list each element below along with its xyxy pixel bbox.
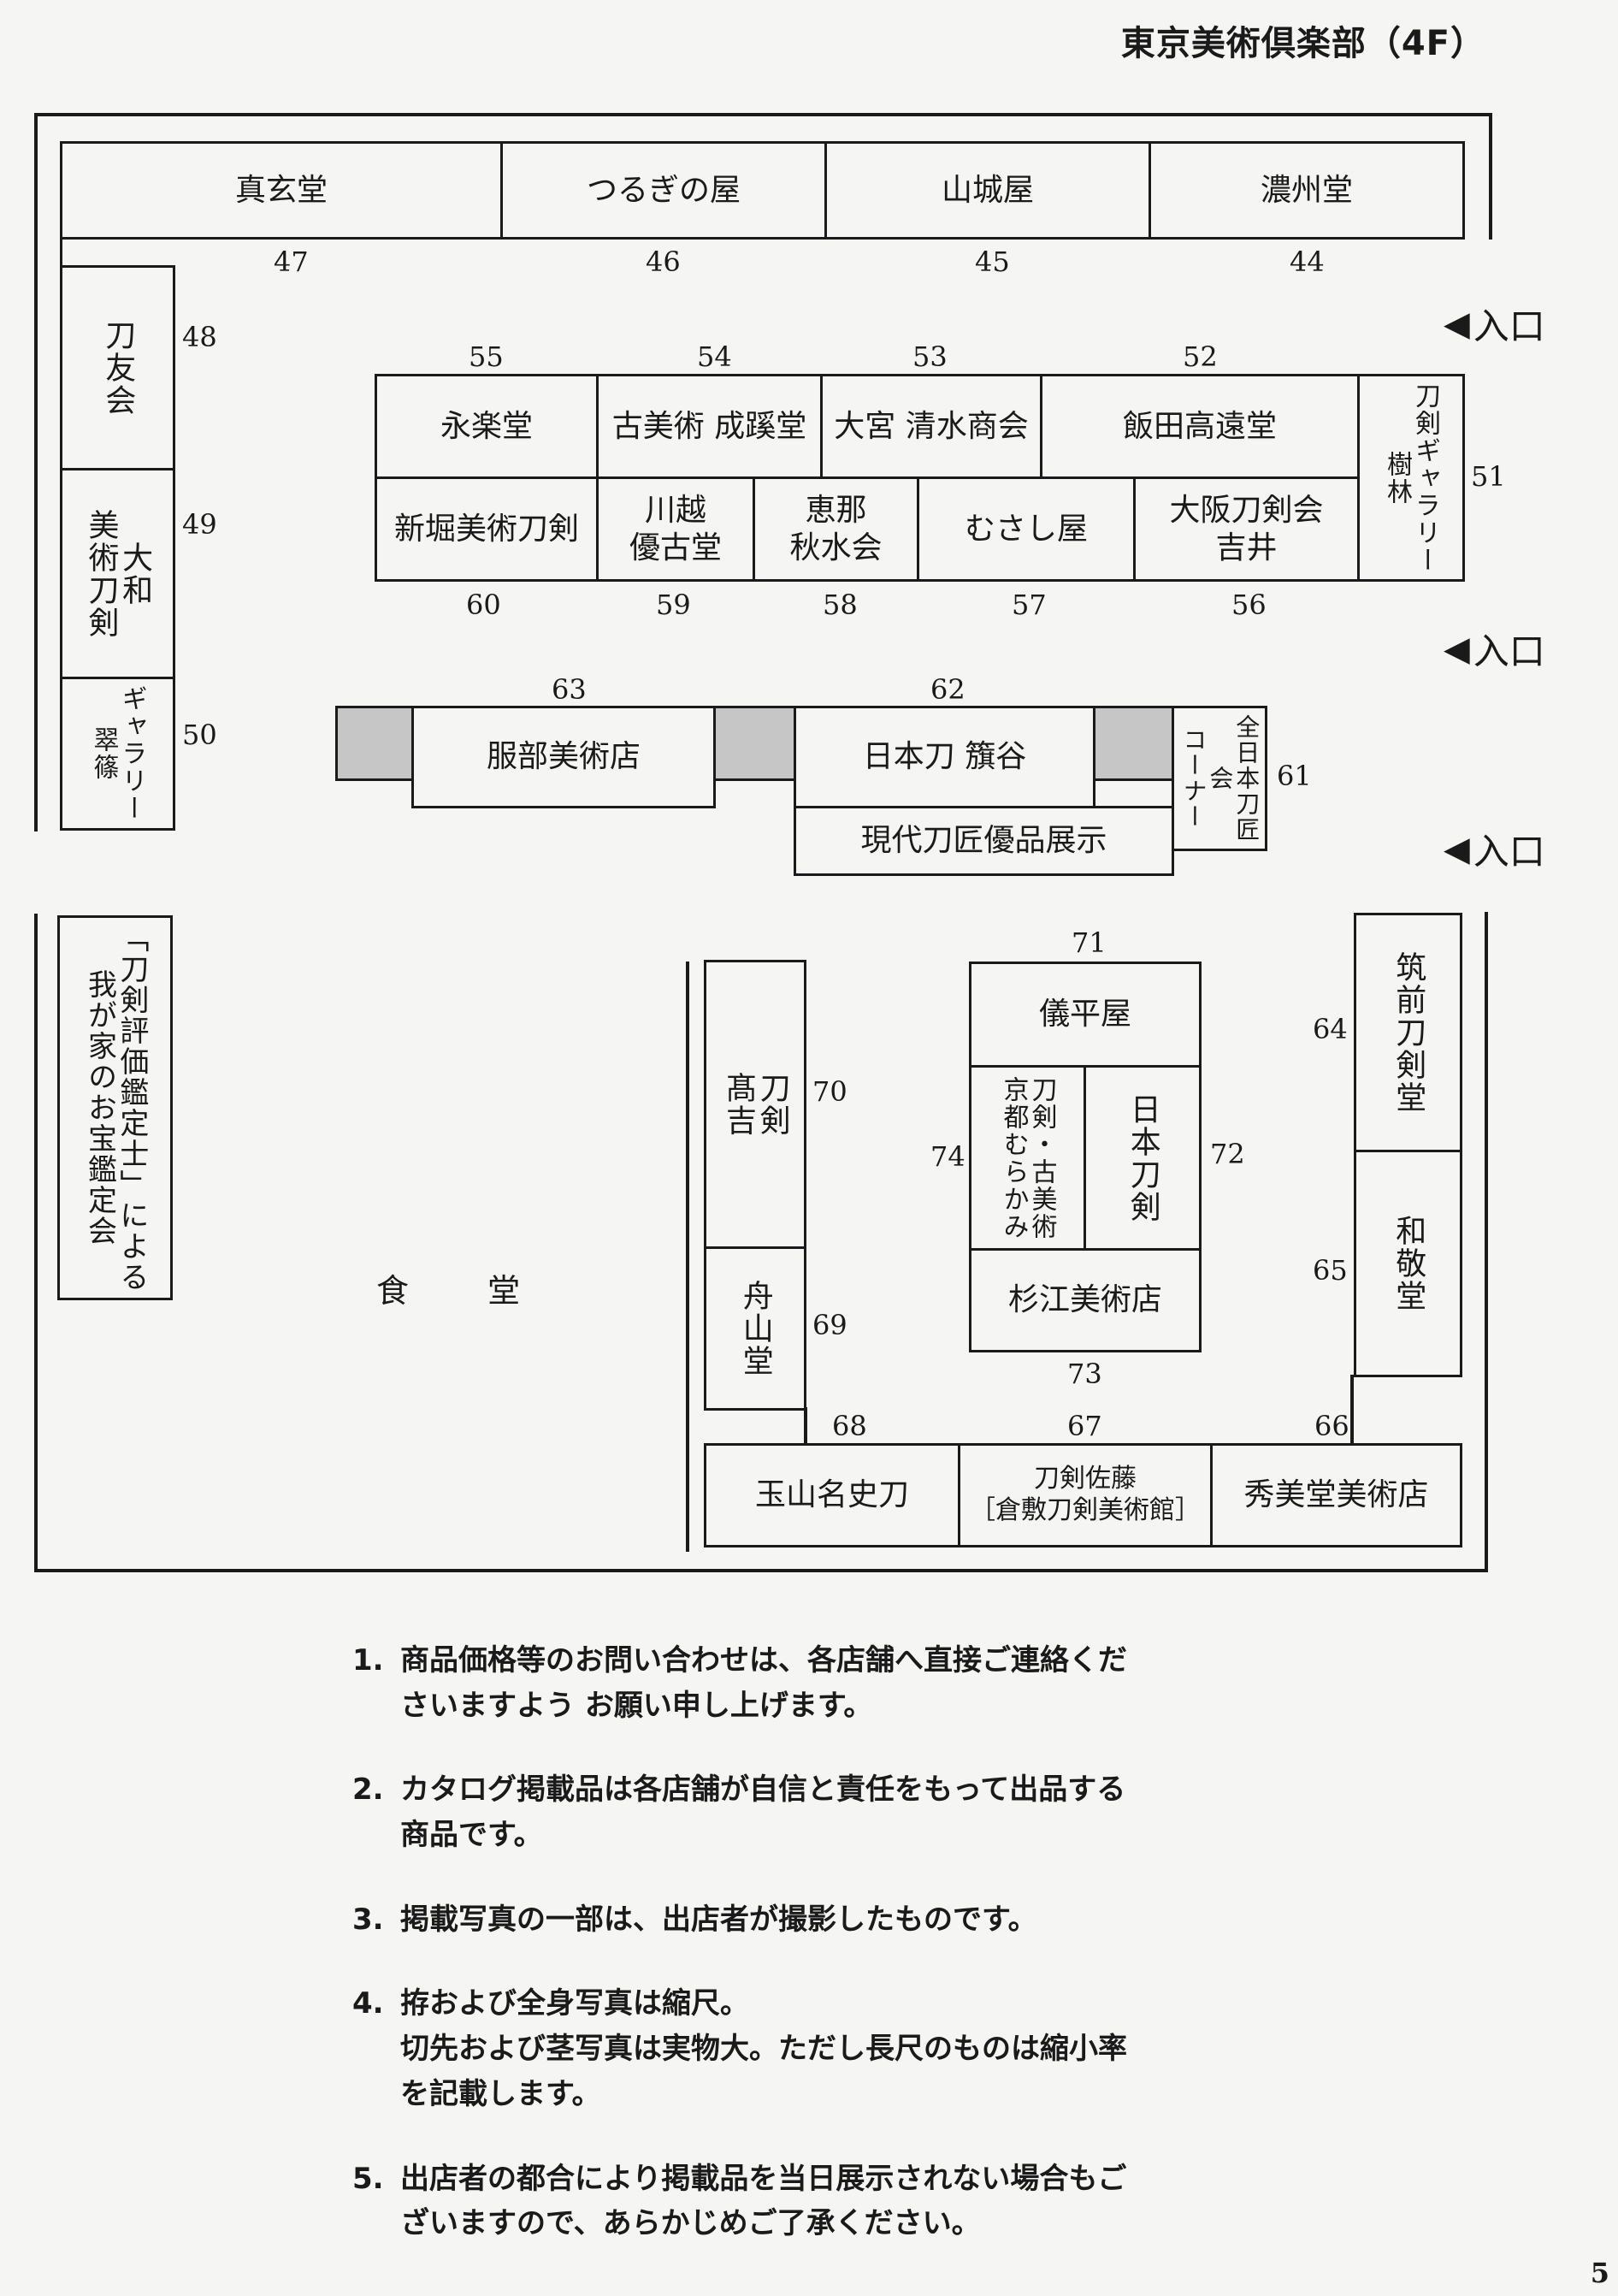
entrance-marker: ◀入口 bbox=[1444, 304, 1545, 348]
booth-number: 44 bbox=[1290, 246, 1325, 278]
booth-number: 64 bbox=[1313, 1013, 1348, 1045]
booth-number: 49 bbox=[182, 508, 217, 541]
booth-62[interactable]: 日本刀 籏谷 bbox=[794, 706, 1095, 808]
booth-71[interactable]: 儀平屋 bbox=[969, 962, 1202, 1068]
booth-63[interactable]: 服部美術店 bbox=[411, 706, 716, 808]
booth-48[interactable]: 刀友会 bbox=[60, 265, 175, 470]
booth-number: 58 bbox=[823, 589, 858, 621]
page-title: 東京美術倶楽部（4F） bbox=[1120, 24, 1485, 63]
booth-62-display[interactable]: 現代刀匠優品展示 bbox=[794, 806, 1174, 876]
booth-number: 65 bbox=[1313, 1254, 1348, 1287]
note-item: 5.出店者の都合により掲載品を当日展示されない場合もご ざいますので、あらかじめ… bbox=[352, 2161, 1127, 2241]
note-item: 4.拵および全身写真は縮尺。 切先および茎写真は実物大。ただし長尺のものは縮小率… bbox=[352, 1986, 1127, 2111]
dining-hall-label: 食 堂 bbox=[376, 1272, 555, 1310]
booth-73[interactable]: 杉江美術店 bbox=[969, 1248, 1202, 1352]
booth-number: 72 bbox=[1210, 1138, 1245, 1170]
booth-number: 46 bbox=[646, 246, 681, 278]
booth-61[interactable]: 全日本刀匠会 コーナー bbox=[1172, 706, 1267, 851]
note-item: 1.商品価格等のお問い合わせは、各店舗へ直接ご連絡くだ さいますよう お願い申し… bbox=[352, 1643, 1127, 1723]
booth-57[interactable]: むさし屋 bbox=[917, 476, 1136, 582]
booth-number: 53 bbox=[912, 340, 948, 373]
booth-number: 70 bbox=[812, 1075, 847, 1108]
booth-74[interactable]: 刀剣・古美術 京都むらかみ bbox=[969, 1065, 1086, 1251]
arrow-left-icon: ◀ bbox=[1444, 829, 1470, 869]
booth-67[interactable]: 刀剣佐藤 ［倉敷刀剣美術館］ bbox=[958, 1443, 1213, 1547]
notes-list: 1.商品価格等のお問い合わせは、各店舗へ直接ご連絡くだ さいますよう お願い申し… bbox=[352, 1638, 1276, 2286]
wall bbox=[34, 113, 1492, 116]
entrance-marker: ◀入口 bbox=[1444, 629, 1545, 673]
booth-66[interactable]: 秀美堂美術店 bbox=[1210, 1443, 1462, 1547]
booth-number: 48 bbox=[182, 321, 217, 353]
booth-51[interactable]: 刀剣ギャラリー 樹林 bbox=[1357, 374, 1465, 582]
booth-number: 55 bbox=[469, 340, 504, 373]
shaded-area bbox=[335, 706, 414, 781]
booth-68[interactable]: 玉山名史刀 bbox=[704, 1443, 960, 1547]
wall bbox=[1485, 912, 1488, 1572]
booth-number: 74 bbox=[930, 1140, 965, 1173]
wall bbox=[804, 1407, 807, 1446]
booth-53[interactable]: 大宮 清水商会 bbox=[820, 374, 1042, 479]
note-item: 2.カタログ掲載品は各店舗が自信と責任をもって出品する 商品です。 bbox=[352, 1772, 1126, 1853]
booth-55[interactable]: 永楽堂 bbox=[375, 374, 599, 479]
booth-52[interactable]: 飯田高遠堂 bbox=[1040, 374, 1360, 479]
booth-46[interactable]: つるぎの屋 bbox=[500, 141, 827, 240]
booth-number: 56 bbox=[1231, 589, 1267, 621]
shaded-area bbox=[713, 706, 796, 781]
booth-44[interactable]: 濃州堂 bbox=[1149, 141, 1465, 240]
booth-number: 51 bbox=[1471, 460, 1506, 493]
booth-43[interactable]: 真玄堂 bbox=[60, 141, 503, 240]
booth-number: 60 bbox=[466, 589, 501, 621]
booth-number: 47 bbox=[274, 246, 309, 278]
booth-number: 59 bbox=[656, 589, 691, 621]
booth-64[interactable]: 筑前刀剣堂 bbox=[1354, 913, 1462, 1152]
wall bbox=[1350, 1375, 1354, 1446]
booth-70[interactable]: 刀剣 髙吉 bbox=[704, 960, 806, 1249]
booth-number: 61 bbox=[1277, 760, 1312, 792]
booth-number: 62 bbox=[930, 673, 965, 706]
booth-59[interactable]: 川越 優古堂 bbox=[596, 476, 755, 582]
booth-54[interactable]: 古美術 成蹊堂 bbox=[596, 374, 823, 479]
booth-69[interactable]: 舟山堂 bbox=[704, 1246, 806, 1411]
wall bbox=[1489, 113, 1492, 240]
arrow-left-icon: ◀ bbox=[1444, 304, 1470, 344]
wall bbox=[34, 1569, 1488, 1572]
wall bbox=[686, 962, 689, 1552]
page-number: 5 bbox=[1590, 2257, 1609, 2289]
booth-58[interactable]: 恵那 秋水会 bbox=[753, 476, 919, 582]
booth-72[interactable]: 日本刀剣 bbox=[1084, 1065, 1202, 1251]
booth-50[interactable]: ギャラリー 翠篠 bbox=[60, 677, 175, 831]
booth-number: 45 bbox=[975, 246, 1010, 278]
booth-60[interactable]: 新堀美術刀剣 bbox=[375, 476, 599, 582]
shaded-area bbox=[1093, 706, 1174, 781]
booth-number: 57 bbox=[1012, 589, 1047, 621]
wall bbox=[34, 113, 38, 831]
booth-number: 54 bbox=[697, 340, 732, 373]
booth-number: 66 bbox=[1314, 1410, 1349, 1442]
wall bbox=[34, 914, 38, 1572]
arrow-left-icon: ◀ bbox=[1444, 629, 1470, 669]
booth-corner bbox=[60, 237, 175, 266]
note-item: 3.掲載写真の一部は、出店者が撮影したものです。 bbox=[352, 1902, 1037, 1937]
booth-number: 50 bbox=[182, 719, 217, 751]
booth-number: 67 bbox=[1067, 1410, 1102, 1442]
entrance-marker: ◀入口 bbox=[1444, 829, 1545, 873]
booth-65[interactable]: 和敬堂 bbox=[1354, 1150, 1462, 1377]
booth-45[interactable]: 山城屋 bbox=[824, 141, 1151, 240]
booth-number: 52 bbox=[1183, 340, 1218, 373]
booth-number: 71 bbox=[1072, 926, 1107, 959]
booth-number: 63 bbox=[552, 673, 587, 706]
appraisal-booth[interactable]: 「刀剣評価鑑定士」による 我が家のお宝鑑定会 bbox=[57, 915, 173, 1300]
booth-number: 73 bbox=[1067, 1358, 1102, 1390]
booth-56[interactable]: 大阪刀剣会 吉井 bbox=[1133, 476, 1360, 582]
booth-49[interactable]: 大和 美術刀剣 bbox=[60, 468, 175, 679]
booth-number: 69 bbox=[812, 1309, 847, 1341]
booth-number: 68 bbox=[832, 1410, 867, 1442]
